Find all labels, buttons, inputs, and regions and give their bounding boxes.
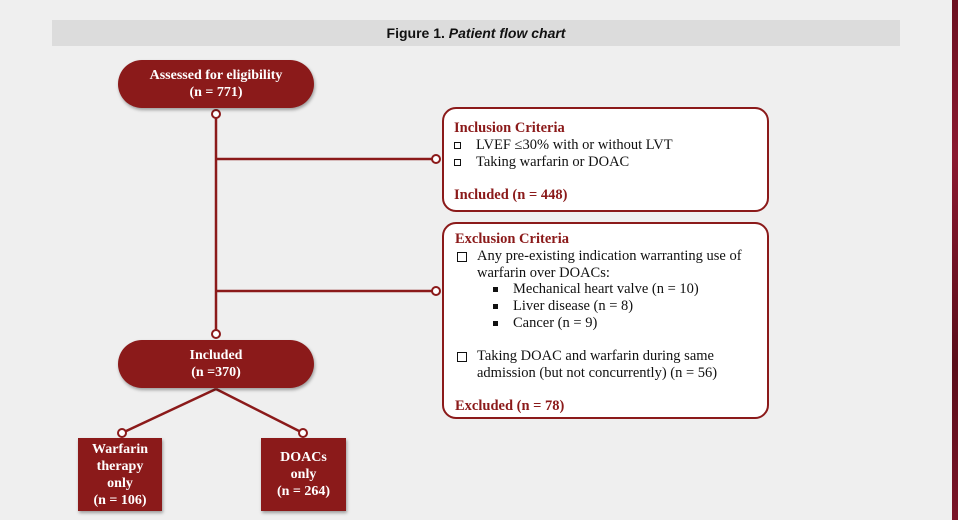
figure-caption: Patient flow chart xyxy=(448,25,566,41)
included-label: Included xyxy=(189,348,243,363)
exclusion-item-2-line-2: admission (but not concurrently) (n = 56… xyxy=(477,365,718,381)
inclusion-criteria-box: Inclusion Criteria LVEF ≤30% with or wit… xyxy=(442,107,769,212)
warfarin-box: Warfarin therapy only (n = 106) xyxy=(78,438,162,511)
exclusion-subitem: Cancer (n = 9) xyxy=(513,315,598,331)
exclusion-criteria-box: Exclusion Criteria Any pre-existing indi… xyxy=(442,222,769,419)
bullet-square-icon xyxy=(493,304,498,309)
node-included-top xyxy=(211,329,221,339)
inclusion-item-text: LVEF ≤30% with or without LVT xyxy=(476,137,673,153)
doacs-label-2: only xyxy=(290,467,317,482)
warfarin-count: (n = 106) xyxy=(93,492,147,508)
bullet-square-icon xyxy=(493,287,498,292)
doacs-count: (n = 264) xyxy=(276,484,331,499)
included-count: (n =370) xyxy=(191,365,241,380)
bullet-square-icon xyxy=(493,321,498,326)
exclusion-item-1-line-1: Any pre-existing indication warranting u… xyxy=(477,248,742,264)
figure-label: Figure 1. xyxy=(386,25,445,41)
assessed-label: Assessed for eligibility xyxy=(149,68,283,83)
inclusion-result: Included (n = 448) xyxy=(454,187,568,203)
window-edge-strip xyxy=(952,0,958,520)
figure-title: Figure 1. Patient flow chart xyxy=(52,20,900,46)
exclusion-item-1-line-2: warfarin over DOACs: xyxy=(477,265,610,281)
exclusion-subitem: Liver disease (n = 8) xyxy=(513,298,634,314)
node-assessed-bottom xyxy=(211,109,221,119)
split-left xyxy=(121,387,217,435)
node-exclusion xyxy=(431,286,441,296)
checkbox-icon xyxy=(457,252,467,262)
exclusion-heading: Exclusion Criteria xyxy=(455,231,569,247)
warfarin-label-3: only xyxy=(107,475,133,491)
node-warfarin-top xyxy=(117,428,127,438)
checkbox-icon xyxy=(454,159,461,166)
node-doacs-top xyxy=(298,428,308,438)
included-box: Included (n =370) xyxy=(118,340,314,388)
checkbox-icon xyxy=(454,142,461,149)
warfarin-label-1: Warfarin xyxy=(92,441,148,457)
exclusion-result: Excluded (n = 78) xyxy=(455,398,565,414)
assessed-count: (n = 771) xyxy=(189,85,243,100)
split-right xyxy=(215,387,304,435)
doacs-label-1: DOACs xyxy=(280,450,327,465)
doacs-box: DOACs only (n = 264) xyxy=(261,438,346,511)
inclusion-item-text: Taking warfarin or DOAC xyxy=(476,154,630,170)
assessed-box: Assessed for eligibility (n = 771) xyxy=(118,60,314,108)
exclusion-subitem: Mechanical heart valve (n = 10) xyxy=(513,281,699,297)
exclusion-item-2-line-1: Taking DOAC and warfarin during same xyxy=(477,348,714,364)
inclusion-heading: Inclusion Criteria xyxy=(454,120,565,136)
warfarin-label-2: therapy xyxy=(96,458,144,474)
checkbox-icon xyxy=(457,352,467,362)
node-inclusion xyxy=(431,154,441,164)
